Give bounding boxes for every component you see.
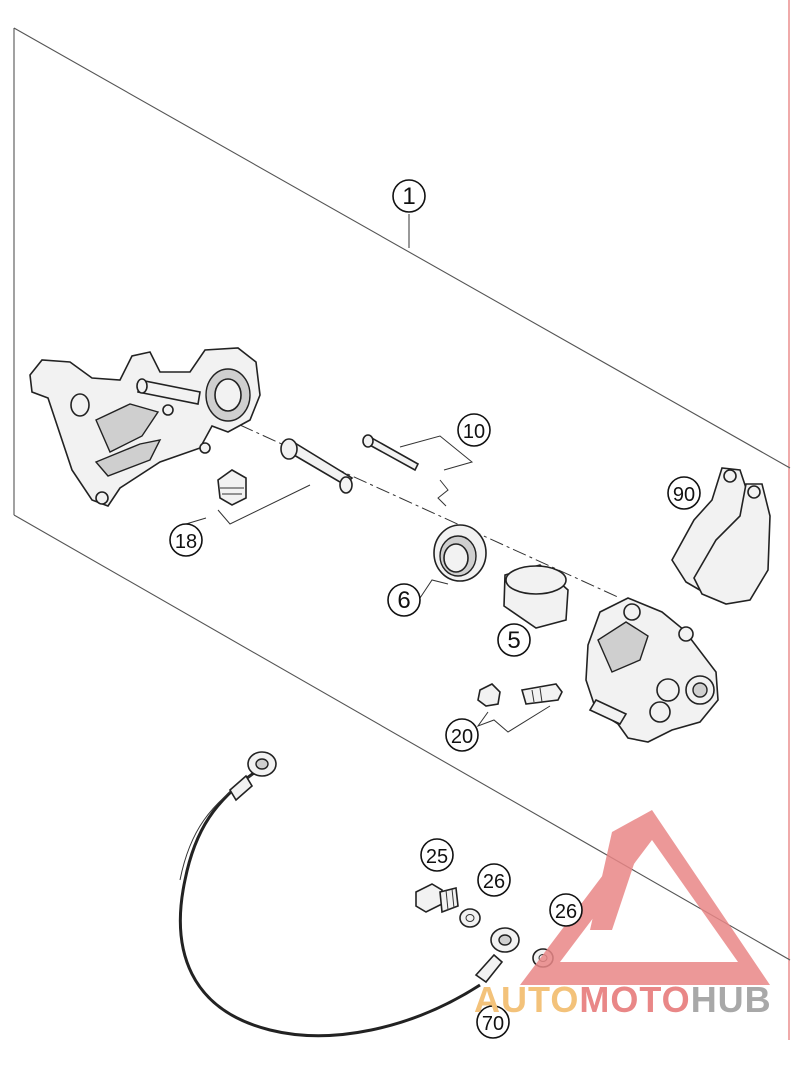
bleeder-screw bbox=[520, 683, 563, 705]
callout-label: 6 bbox=[397, 587, 410, 614]
callout-label: 5 bbox=[507, 627, 520, 654]
bleeder-cap bbox=[477, 683, 501, 707]
pin-boot bbox=[217, 469, 247, 506]
watermark-text: AUTOMOTOHUB bbox=[474, 979, 772, 1020]
pad-pin bbox=[362, 434, 420, 472]
callout-label: 26 bbox=[483, 871, 505, 893]
watermark-logo bbox=[520, 810, 770, 985]
callout-label: 18 bbox=[175, 531, 197, 553]
callout-c18: 18 bbox=[169, 523, 203, 557]
leader-10 bbox=[399, 435, 474, 471]
callout-label: 26 bbox=[555, 901, 577, 923]
retaining-clip bbox=[437, 479, 449, 507]
callout-circle bbox=[457, 413, 491, 447]
callout-label: 20 bbox=[451, 726, 473, 748]
callout-c25: 25 bbox=[420, 838, 454, 872]
banjo-bolt bbox=[415, 883, 459, 914]
callout-circle bbox=[667, 476, 701, 510]
leader-20 bbox=[476, 705, 551, 733]
callout-circle bbox=[477, 863, 511, 897]
seal-ring bbox=[433, 524, 487, 582]
watermark-moto: MOTO bbox=[579, 979, 690, 1020]
assembly-frame bbox=[13, 27, 791, 961]
leader-18 bbox=[217, 484, 311, 525]
brake-hose bbox=[178, 751, 520, 1038]
piston bbox=[503, 564, 569, 629]
callout-circle bbox=[476, 1005, 510, 1039]
callout-circle bbox=[497, 623, 531, 657]
sealing-washer-1 bbox=[459, 908, 481, 928]
callout-label: 10 bbox=[463, 421, 485, 443]
callout-label: 25 bbox=[426, 846, 448, 868]
callout-c26b: 26 bbox=[549, 893, 583, 927]
callout-c20: 20 bbox=[445, 718, 479, 752]
callout-c26a: 26 bbox=[477, 863, 511, 897]
brake-pads bbox=[671, 467, 771, 605]
callout-circle bbox=[387, 583, 421, 617]
callout-c1: 1 bbox=[392, 179, 426, 213]
callout-circle bbox=[420, 838, 454, 872]
callout-c10: 10 bbox=[457, 413, 491, 447]
callout-circle bbox=[549, 893, 583, 927]
callout-c90: 90 bbox=[667, 476, 701, 510]
callout-label: 1 bbox=[402, 183, 415, 210]
watermark-auto: AUTO bbox=[474, 979, 579, 1020]
callout-circle bbox=[445, 718, 479, 752]
leader-6 bbox=[419, 579, 449, 599]
guide-pin bbox=[280, 438, 354, 494]
callout-circle bbox=[392, 179, 426, 213]
callout-c6: 6 bbox=[387, 583, 421, 617]
carrier-bracket bbox=[29, 347, 261, 507]
callout-circle bbox=[169, 523, 203, 557]
caliper-body bbox=[585, 597, 719, 743]
leader-18b bbox=[185, 517, 207, 525]
callout-c5: 5 bbox=[497, 623, 531, 657]
callout-c70: 70 bbox=[476, 1005, 510, 1039]
callout-label: 90 bbox=[673, 484, 695, 506]
watermark-hub: HUB bbox=[691, 979, 772, 1020]
callout-label: 70 bbox=[482, 1013, 504, 1035]
